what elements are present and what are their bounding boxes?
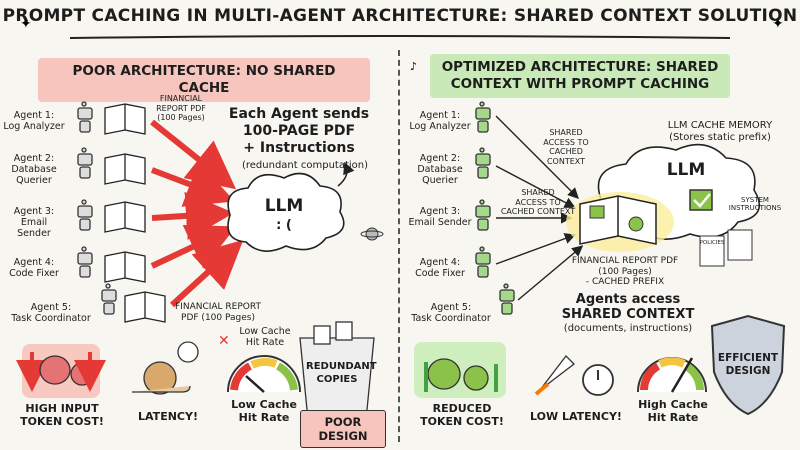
left-llm-face: : ( <box>276 218 292 233</box>
left-agent-5: Agent 5: Task Coordinator <box>6 302 96 324</box>
right-agent-2-label: Agent 2: Database Querier <box>417 153 463 186</box>
left-diagram: ✕ <box>16 101 384 421</box>
shared-access-label-2: SHARED ACCESS TO CACHED CONTEXT <box>500 188 576 216</box>
low-cache-hit-rate-label: Low Cache Hit Rate <box>231 398 297 424</box>
svg-text:♪: ♪ <box>410 60 417 73</box>
left-agent-4-label: Agent 4: Code Fixer <box>9 257 59 279</box>
left-callout: Each Agent sends 100-PAGE PDF + Instruct… <box>228 106 370 156</box>
right-agent-2: Agent 2: Database Querier <box>406 153 474 186</box>
high-input-token-cost-label: HIGH INPUT TOKEN COST! <box>20 402 104 428</box>
svg-text:✦: ✦ <box>20 16 32 32</box>
low-latency-label: LOW LATENCY! <box>530 410 622 423</box>
financial-report-cached-label: FINANCIAL REPORT PDF (100 Pages) - CACHE… <box>571 256 679 287</box>
low-cache-note: Low Cache Hit Rate <box>239 326 291 348</box>
right-agent-3-label: Agent 3: Email Sender <box>408 206 472 228</box>
left-agent-1-label: Agent 1: Log Analyzer <box>3 110 65 132</box>
left-agent-4: Agent 4: Code Fixer <box>0 257 68 279</box>
left-agent-3: Agent 3: Email Sender <box>0 206 68 239</box>
section-divider <box>398 50 400 442</box>
reduced-token-cost-label: REDUCED TOKEN COST! <box>420 402 504 428</box>
left-agent-1: Agent 1: Log Analyzer <box>0 110 68 132</box>
left-agent-2-label: Agent 2: Database Querier <box>11 153 57 186</box>
right-agent-5-label: Agent 5: Task Coordinator <box>411 302 491 324</box>
right-agent-1: Agent 1: Log Analyzer <box>406 110 474 132</box>
right-agent-3: Agent 3: Email Sender <box>406 206 474 228</box>
shared-access-label-1: SHARED ACCESS TO CACHED CONTEXT <box>543 128 589 166</box>
left-agent-5-label: Agent 5: Task Coordinator <box>11 302 91 324</box>
svg-text:✦: ✦ <box>772 16 784 32</box>
left-report-top-label: FINANCIAL REPORT PDF (100 Pages) <box>156 94 206 122</box>
agents-access-label: Agents access SHARED CONTEXT <box>561 292 695 322</box>
left-llm-label: LLM <box>264 196 304 216</box>
policies-label: POLICIES <box>699 240 725 246</box>
right-agent-4-label: Agent 4: Code Fixer <box>415 257 465 279</box>
redundant-copies-label: REDUNDANT COPIES <box>306 361 377 385</box>
svg-text:✕: ✕ <box>218 333 230 349</box>
optimized-architecture-banner: OPTIMIZED ARCHITECTURE: SHARED CONTEXT W… <box>430 54 730 98</box>
agents-access-sub: (documents, instructions) <box>563 323 693 334</box>
system-instructions-label: SYSTEM INSTRUCTIONS <box>728 196 782 212</box>
llm-cache-memory-label: LLM CACHE MEMORY (Stores static prefix) <box>667 120 773 143</box>
right-llm-label: LLM <box>666 160 706 180</box>
high-cache-hit-rate-label: High Cache Hit Rate <box>638 398 708 424</box>
right-agent-5: Agent 5: Task Coordinator <box>406 302 496 324</box>
left-report-bottom-label: FINANCIAL REPORT PDF (100 Pages) <box>175 302 261 323</box>
right-agent-1-label: Agent 1: Log Analyzer <box>409 110 471 132</box>
left-agent-2: Agent 2: Database Querier <box>0 153 68 186</box>
latency-label: LATENCY! <box>138 410 198 423</box>
left-agent-3-label: Agent 3: Email Sender <box>13 206 55 239</box>
right-agent-4: Agent 4: Code Fixer <box>406 257 474 279</box>
left-callout-sub: (redundant computation) <box>241 160 369 171</box>
poor-design-badge: POOR DESIGN <box>300 410 386 448</box>
efficient-design-shield: EFFICIENT DESIGN <box>717 352 779 377</box>
page-title: PROMPT CACHING IN MULTI-AGENT ARCHITECTU… <box>2 6 798 26</box>
poor-architecture-banner: POOR ARCHITECTURE: NO SHARED CACHE <box>38 58 370 102</box>
